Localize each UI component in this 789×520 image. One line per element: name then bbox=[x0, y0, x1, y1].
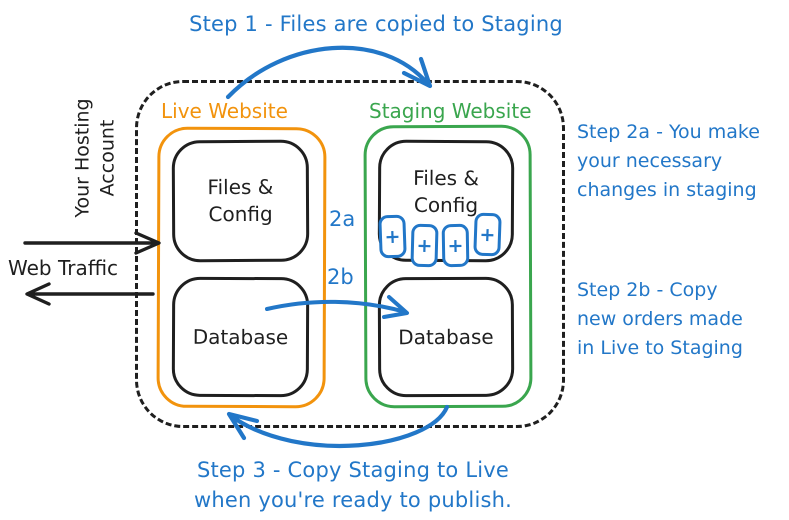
step2a-line3: changes in staging bbox=[577, 179, 757, 201]
step2b-line3: in Live to Staging bbox=[577, 337, 743, 359]
step2a-line1: Step 2a - You make bbox=[577, 121, 760, 143]
plus-icon: + bbox=[410, 223, 439, 268]
arrow-label-2b: 2b bbox=[327, 265, 354, 289]
plus-icon: + bbox=[378, 214, 407, 259]
live-files-config-label-line1: Files & bbox=[207, 174, 274, 200]
plus-icon: + bbox=[473, 212, 502, 257]
step1-annotation: Step 1 - Files are copied to Staging bbox=[189, 12, 563, 36]
step2b-line2: new orders made bbox=[577, 308, 743, 330]
live-files-config-box: Files & Config bbox=[171, 139, 310, 263]
web-traffic-label: Web Traffic bbox=[8, 256, 119, 280]
step2b-annotation: Step 2b - Copy new orders made in Live t… bbox=[577, 276, 743, 363]
staging-files-config-label-line2: Config bbox=[413, 192, 479, 218]
hosting-account-label-line1: Your Hosting bbox=[71, 98, 94, 218]
step3-line1: Step 3 - Copy Staging to Live bbox=[196, 458, 510, 482]
step3-line2: when you're ready to publish. bbox=[193, 488, 513, 512]
live-database-box: Database bbox=[171, 276, 310, 398]
step2a-line2: your necessary bbox=[577, 150, 723, 172]
staging-files-config-label-line1: Files & bbox=[413, 165, 480, 191]
staging-website-title: Staging Website bbox=[369, 99, 532, 123]
step2b-line1: Step 2b - Copy bbox=[577, 279, 718, 301]
live-database-label: Database bbox=[192, 324, 289, 349]
plus-icon: + bbox=[441, 223, 470, 268]
step2a-annotation: Step 2a - You make your necessary change… bbox=[577, 118, 760, 205]
step3-annotation: Step 3 - Copy Staging to Live when you'r… bbox=[163, 455, 543, 515]
arrow-label-2a: 2a bbox=[329, 207, 356, 231]
hosting-account-label: Your Hosting Account bbox=[68, 81, 124, 236]
hosting-account-label-line2: Account bbox=[96, 119, 119, 197]
live-files-config-label-line2: Config bbox=[208, 201, 273, 227]
live-website-title: Live Website bbox=[161, 99, 288, 123]
staging-database-label: Database bbox=[398, 324, 494, 349]
staging-database-box: Database bbox=[377, 276, 515, 398]
